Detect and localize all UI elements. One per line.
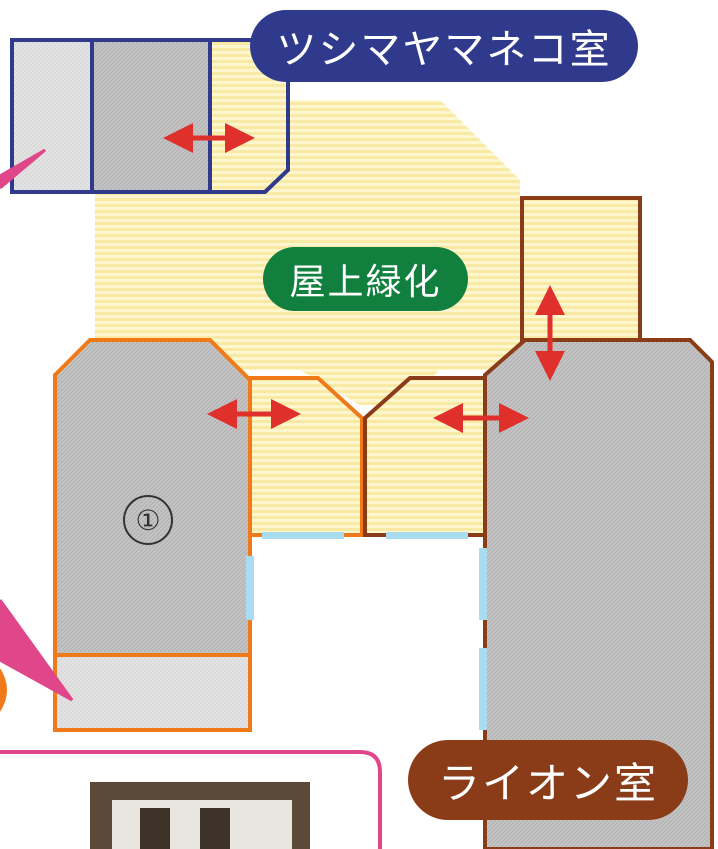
glass-window — [262, 532, 344, 539]
pink-pointer — [0, 599, 74, 702]
glass-window — [386, 532, 468, 539]
middle-yard-right — [363, 376, 487, 537]
middle-yard-left — [248, 376, 364, 537]
lion-room-label: ライオン室 — [408, 740, 688, 820]
glass-window — [479, 648, 487, 730]
glass-window — [246, 556, 254, 620]
top-room-middle-cell — [90, 38, 212, 194]
info-box-outline — [0, 750, 382, 849]
roof-greening-label: 屋上緑化 — [263, 247, 468, 311]
glass-window — [479, 548, 487, 620]
lion-room-enclosure — [483, 338, 714, 849]
photo-thumbnail-frame — [140, 808, 170, 849]
photo-thumbnail-frame — [200, 808, 230, 849]
room-number-badge: ① — [123, 495, 173, 545]
top-room-label: ツシマヤマネコ室 — [250, 10, 638, 82]
orange-callout-edge — [0, 668, 7, 712]
room-1-lower-cell — [53, 653, 252, 732]
pink-pointer — [0, 148, 46, 190]
right-upper-yard — [520, 196, 642, 350]
